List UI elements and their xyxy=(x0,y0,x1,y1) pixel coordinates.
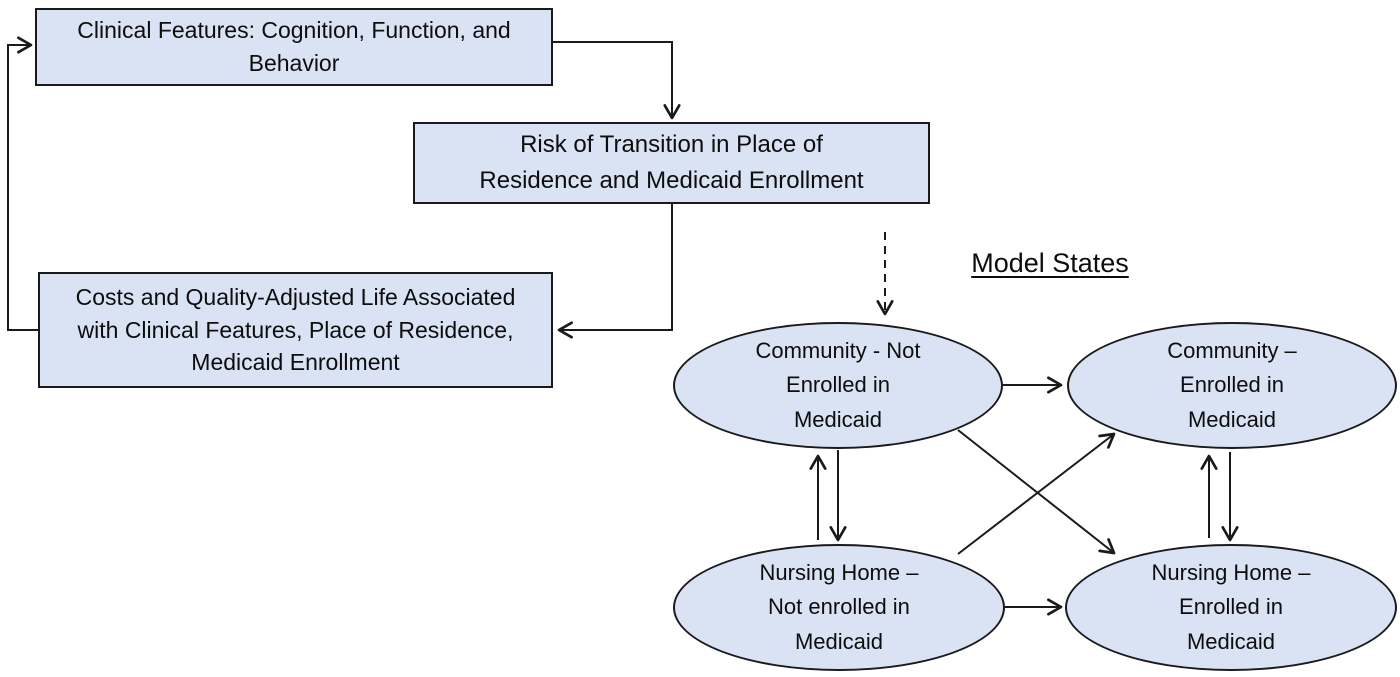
model-states-title: Model States xyxy=(971,248,1129,278)
state-community-not-enrolled-label: Community - Not Enrolled in Medicaid xyxy=(755,338,921,432)
state-community-enrolled-label: Community – Enrolled in Medicaid xyxy=(1167,338,1297,432)
arrow-community-not-to-nh-enrolled xyxy=(957,429,1116,555)
arrow-nh-not-to-community-enrolled xyxy=(957,432,1116,555)
state-nursing-home-not-enrolled: Nursing Home – Not enrolled in Medicaid xyxy=(673,544,1005,671)
arrow-clinical-to-risk xyxy=(553,41,681,120)
state-nursing-home-enrolled-label: Nursing Home – Enrolled in Medicaid xyxy=(1151,560,1311,654)
state-community-not-enrolled: Community - Not Enrolled in Medicaid xyxy=(673,322,1003,449)
node-costs-and-quality-label: Costs and Quality-Adjusted Life Associat… xyxy=(75,284,516,376)
state-nursing-home-enrolled: Nursing Home – Enrolled in Medicaid xyxy=(1065,544,1397,671)
node-clinical-features: Clinical Features: Cognition, Function, … xyxy=(35,8,553,86)
arrow-risk-to-costs xyxy=(557,203,673,339)
node-risk-of-transition-label: Risk of Transition in Place of Residence… xyxy=(479,131,864,194)
state-community-enrolled: Community – Enrolled in Medicaid xyxy=(1067,322,1397,449)
node-costs-and-quality: Costs and Quality-Adjusted Life Associat… xyxy=(38,272,553,388)
node-risk-of-transition: Risk of Transition in Place of Residence… xyxy=(413,122,930,204)
node-clinical-features-label: Clinical Features: Cognition, Function, … xyxy=(77,17,511,76)
arrow-costs-to-clinical xyxy=(7,36,38,331)
state-nursing-home-not-enrolled-label: Nursing Home – Not enrolled in Medicaid xyxy=(759,560,919,654)
